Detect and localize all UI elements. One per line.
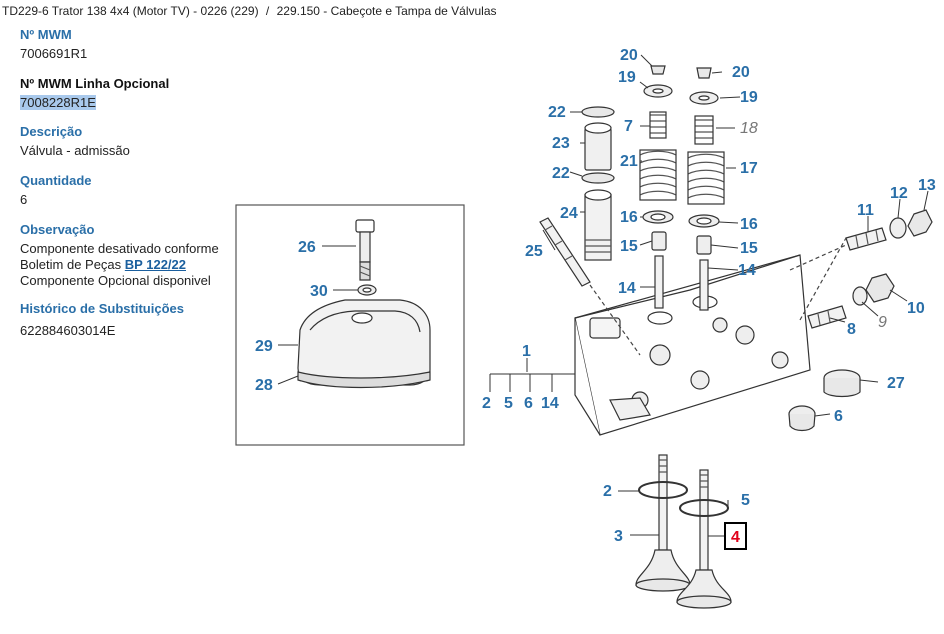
callout-2-head[interactable]: 2 [482, 395, 491, 412]
clamp-lower-drawing [581, 172, 615, 184]
history-value[interactable]: 622884603014E [20, 323, 116, 338]
side-washer-upper-drawing [889, 217, 907, 239]
valve-cover-drawing [297, 299, 431, 389]
side-stud-lower-drawing [807, 305, 847, 329]
description-label: Descrição [20, 124, 83, 139]
leader-lines [277, 54, 929, 537]
optional-number-block: Nº MWM Linha Opcional 7008228R1E [20, 76, 169, 111]
callout-4-selected[interactable]: 4 [731, 529, 740, 546]
clamp-upper-drawing [581, 106, 615, 118]
description-value: Válvula - admissão [20, 143, 130, 158]
side-nut-lower-drawing [865, 273, 895, 303]
bulletin-link[interactable]: BP 122/22 [124, 257, 186, 272]
callout-29[interactable]: 29 [255, 338, 273, 355]
callout-2-valve[interactable]: 2 [603, 483, 612, 500]
seal-drawing [584, 122, 612, 171]
breadcrumb-section[interactable]: 229.150 - Cabeçote e Tampa de Válvulas [276, 4, 497, 18]
cylinder-head-drawing [574, 254, 811, 436]
valve-left-drawing [635, 454, 691, 592]
right-valve-stack-drawing [687, 67, 725, 311]
callout-8[interactable]: 8 [847, 321, 856, 338]
side-washer-lower-drawing [852, 286, 868, 306]
callout-numbers: 20 20 19 19 22 23 22 7 18 21 17 24 16 16… [255, 47, 936, 546]
breadcrumb: TD229-6 Trator 138 4x4 (Motor TV) - 0226… [2, 4, 497, 18]
mwm-number-value: 7006691R1 [20, 46, 88, 61]
callout-28[interactable]: 28 [255, 377, 273, 394]
sleeve-drawing [584, 189, 612, 261]
callout-16-left[interactable]: 16 [620, 209, 638, 226]
callout-9[interactable]: 9 [878, 314, 887, 331]
callout-25[interactable]: 25 [525, 243, 543, 260]
mwm-number-label: Nº MWM [20, 27, 72, 42]
callout-21[interactable]: 21 [620, 153, 638, 170]
callout-23[interactable]: 23 [552, 135, 570, 152]
callout-6-head[interactable]: 6 [524, 395, 533, 412]
callout-14-head[interactable]: 14 [541, 395, 559, 412]
quantity-value: 6 [20, 192, 28, 207]
callout-10[interactable]: 10 [907, 300, 925, 317]
optional-number-label: Nº MWM Linha Opcional [20, 76, 170, 91]
callout-20-right[interactable]: 20 [732, 64, 750, 81]
callout-22-upper[interactable]: 22 [548, 104, 566, 121]
valve-seat-27-drawing [823, 369, 861, 398]
observation-line1: Componente desativado conforme [20, 241, 219, 256]
side-nut-upper-drawing [907, 209, 933, 237]
breadcrumb-separator: / [265, 4, 270, 18]
description-block: Descrição Válvula - admissão [20, 124, 130, 159]
callout-17[interactable]: 17 [740, 160, 758, 177]
callout-14-right[interactable]: 14 [738, 262, 756, 279]
quantity-block: Quantidade 6 [20, 173, 92, 208]
valve-guide-ring-left-drawing [638, 481, 688, 499]
history-block: Histórico de Substituições 622884603014E [20, 301, 184, 339]
history-label: Histórico de Substituições [20, 301, 184, 316]
observation-line3: Componente Opcional disponivel [20, 273, 211, 288]
callout-11[interactable]: 11 [857, 202, 874, 219]
callout-20-left[interactable]: 20 [620, 47, 638, 64]
callout-16-right[interactable]: 16 [740, 216, 758, 233]
callout-27[interactable]: 27 [887, 375, 905, 392]
callout-6-seat[interactable]: 6 [834, 408, 843, 425]
valve-right-drawing [676, 469, 732, 609]
observation-block: Observação Componente desativado conform… [20, 222, 235, 289]
mwm-number-block: Nº MWM 7006691R1 [20, 27, 87, 62]
selected-part-box [724, 522, 747, 550]
callout-30[interactable]: 30 [310, 283, 328, 300]
quantity-label: Quantidade [20, 173, 92, 188]
callout-3[interactable]: 3 [614, 528, 623, 545]
breadcrumb-model[interactable]: TD229-6 Trator 138 4x4 (Motor TV) - 0226… [2, 4, 259, 18]
callout-22-lower[interactable]: 22 [552, 165, 570, 182]
observation-label: Observação [20, 222, 95, 237]
stud-drawing [539, 217, 591, 287]
valve-seat-6-drawing [788, 405, 816, 432]
callout-5-head[interactable]: 5 [504, 395, 513, 412]
cover-bolt-drawing [355, 219, 375, 281]
callout-12[interactable]: 12 [890, 185, 908, 202]
callout-15-left[interactable]: 15 [620, 238, 638, 255]
callout-5-valve[interactable]: 5 [741, 492, 750, 509]
callout-7[interactable]: 7 [624, 118, 633, 135]
side-stud-upper-drawing [845, 227, 887, 251]
callout-19-right[interactable]: 19 [740, 89, 758, 106]
callout-14-left[interactable]: 14 [618, 280, 636, 297]
optional-number-value[interactable]: 7008228R1E [20, 95, 96, 110]
callout-1[interactable]: 1 [522, 343, 531, 360]
left-valve-stack-drawing [639, 65, 677, 309]
callout-26[interactable]: 26 [298, 239, 316, 256]
callout-15-right[interactable]: 15 [740, 240, 758, 257]
callout-18[interactable]: 18 [740, 120, 758, 137]
callout-24[interactable]: 24 [560, 205, 578, 222]
callout-13[interactable]: 13 [918, 177, 936, 194]
observation-line2: Boletim de Peças [20, 257, 122, 272]
callout-19-left[interactable]: 19 [618, 69, 636, 86]
